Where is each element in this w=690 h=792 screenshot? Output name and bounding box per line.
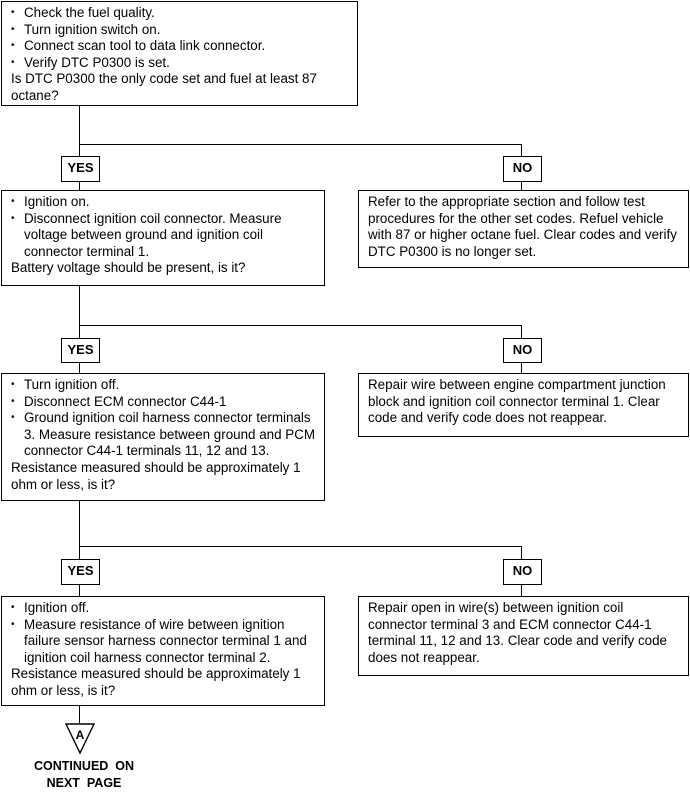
no-label: NO (503, 338, 542, 363)
continued-line-2: NEXT PAGE (46, 776, 122, 790)
step-3-bullets: Turn ignition off. Disconnect ECM connec… (11, 377, 318, 460)
no-label: NO (503, 156, 542, 182)
flow-line (79, 285, 80, 338)
flow-line (79, 546, 522, 547)
flow-line (521, 584, 522, 596)
flow-line (521, 325, 522, 338)
bullet: Ignition off. (11, 600, 318, 617)
connector-label: A (76, 728, 85, 742)
step-1-bullets: Check the fuel quality. Turn ignition sw… (11, 5, 351, 71)
bullet: Measure resistance of wire between ignit… (11, 617, 318, 667)
bullet: Verify DTC P0300 is set. (11, 55, 351, 72)
flow-line (79, 705, 80, 723)
bullet: Ground ignition coil harness connector t… (11, 410, 318, 460)
flow-line (79, 362, 80, 373)
bullet: Connect scan tool to data link connector… (11, 38, 351, 55)
step-1-box: Check the fuel quality. Turn ignition sw… (1, 1, 358, 106)
bullet: Disconnect ignition coil connector. Meas… (11, 211, 318, 261)
bullet: Disconnect ECM connector C44-1 (11, 394, 318, 411)
step-4-box: Ignition off. Measure resistance of wire… (1, 596, 325, 706)
connector-triangle (64, 723, 96, 755)
step-4-no-box: Repair open in wire(s) between ignition … (358, 596, 689, 676)
step-2-no-box: Refer to the appropriate section and fol… (358, 190, 689, 268)
bullet: Check the fuel quality. (11, 5, 351, 22)
offpage-connector-a: A (64, 723, 96, 755)
flow-line (79, 500, 80, 559)
step-2-question: Battery voltage should be present, is it… (11, 260, 246, 276)
step-2-bullets: Ignition on. Disconnect ignition coil co… (11, 194, 318, 260)
step-1-question: Is DTC P0300 the only code set and fuel … (11, 71, 317, 103)
flow-line (521, 546, 522, 559)
yes-label: YES (61, 156, 100, 182)
no-label: NO (503, 559, 542, 585)
bullet: Turn ignition off. (11, 377, 318, 394)
flow-line (79, 584, 80, 596)
yes-label: YES (61, 338, 100, 363)
bullet: Ignition on. (11, 194, 318, 211)
flow-line (521, 181, 522, 190)
step-4-question: Resistance measured should be approximat… (11, 666, 301, 698)
step-3-box: Turn ignition off. Disconnect ECM connec… (1, 373, 325, 501)
flow-line (79, 181, 80, 190)
flow-line (79, 144, 522, 145)
step-2-box: Ignition on. Disconnect ignition coil co… (1, 190, 325, 286)
step-3-no-box: Repair wire between engine compartment j… (358, 373, 689, 437)
yes-label: YES (61, 559, 100, 585)
bullet: Turn ignition switch on. (11, 22, 351, 39)
step-4-bullets: Ignition off. Measure resistance of wire… (11, 600, 318, 666)
flow-line (521, 362, 522, 373)
step-3-question: Resistance measured should be approximat… (11, 459, 301, 492)
flow-line (521, 144, 522, 156)
continued-line-1: CONTINUED ON (34, 759, 134, 773)
flow-line (79, 106, 80, 156)
flow-line (79, 325, 522, 326)
continued-note: CONTINUED ON NEXT PAGE (14, 758, 154, 792)
